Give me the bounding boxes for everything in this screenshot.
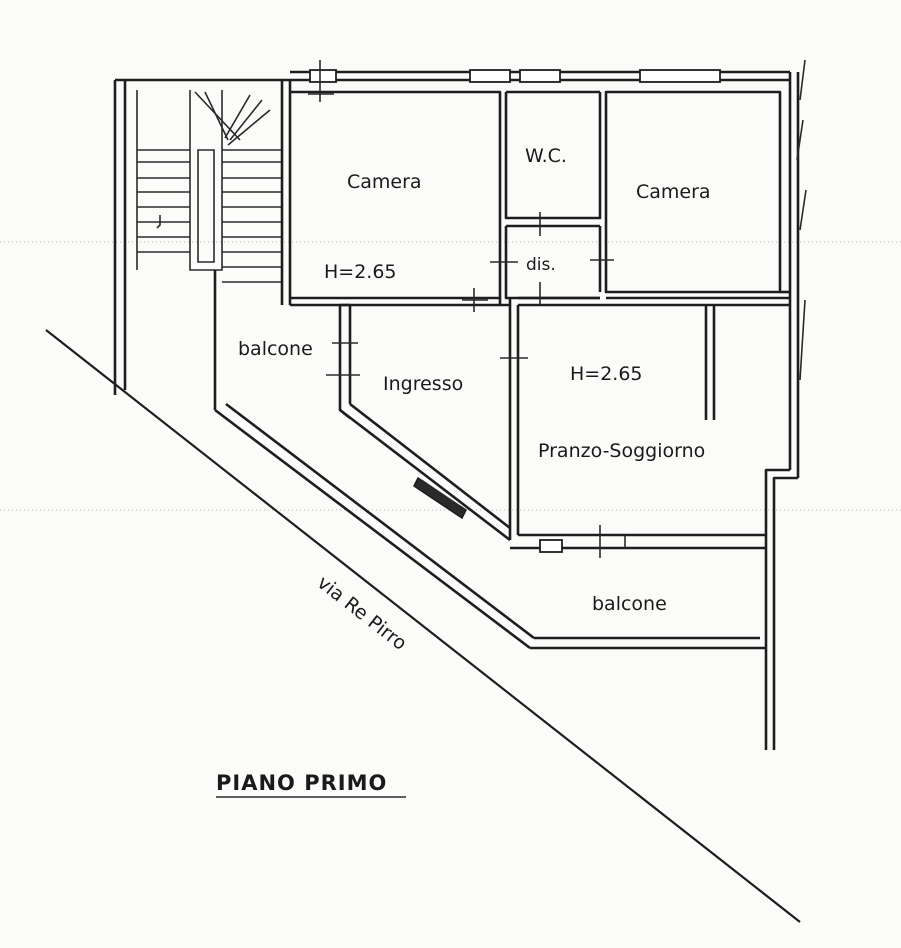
- door-marks: [326, 212, 626, 558]
- height-right-label: H=2.65: [570, 363, 643, 385]
- street-label: via Re Pirro: [313, 572, 411, 655]
- wc-label: W.C.: [525, 145, 567, 167]
- street-line: [45, 329, 801, 923]
- camera-left-label: Camera: [347, 171, 422, 193]
- interior-walls: [290, 90, 790, 550]
- ingresso-label: Ingresso: [383, 373, 463, 395]
- dis-label: dis.: [526, 255, 556, 275]
- floor-title: PIANO PRIMO: [216, 771, 387, 795]
- outer-walls: [214, 59, 807, 750]
- stair-block: [113, 78, 290, 410]
- balcone-bottom-label: balcone: [592, 593, 667, 615]
- top-windows: [308, 60, 721, 102]
- pranzo-label: Pranzo-Soggiorno: [538, 440, 705, 462]
- ingresso-window: [413, 476, 467, 520]
- camera-right-label: Camera: [636, 181, 711, 203]
- balcone-left-label: balcone: [238, 338, 313, 360]
- height-left-label: H=2.65: [324, 261, 397, 283]
